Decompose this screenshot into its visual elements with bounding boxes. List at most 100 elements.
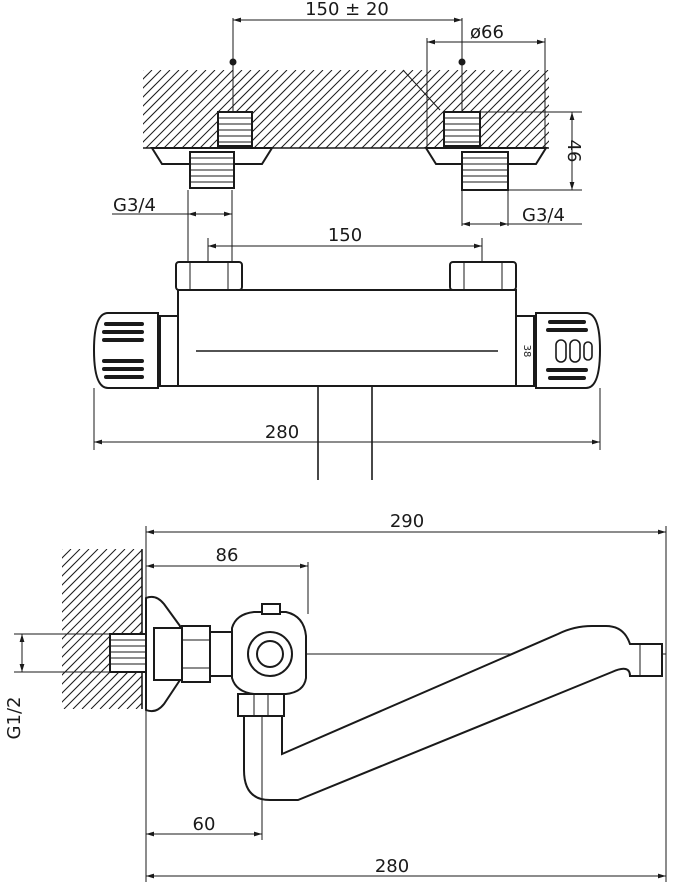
hatch-line: [181, 70, 261, 148]
hatch-line: [253, 70, 333, 148]
hatch-line: [298, 70, 378, 148]
dim-diameter-label: ø66: [470, 22, 504, 43]
hatch-line: [62, 549, 99, 586]
dim-inlet-thread-label: G1/2: [4, 697, 25, 740]
flow-handle-grip: [102, 322, 144, 379]
hatch-line: [62, 567, 142, 649]
hatch-line: [108, 675, 142, 709]
hatch-line: [143, 70, 180, 107]
hatch-line: [307, 70, 387, 148]
hatch-line: [63, 630, 142, 709]
mixer-side-profile: [109, 595, 307, 713]
dim-height-label: 46: [563, 140, 584, 163]
left-inlet-nut: [175, 261, 243, 291]
hatch-line: [62, 549, 90, 577]
right-eccentric-connector: [402, 69, 548, 191]
hatch-line: [325, 70, 405, 148]
hatch-line: [62, 621, 142, 703]
hatch-line: [496, 95, 549, 148]
top-view: 150 ± 20 ø66 46 G3/4: [92, 0, 602, 480]
hatch-line: [244, 70, 324, 148]
hatch-line: [379, 70, 459, 148]
hatch-line: [541, 140, 549, 148]
hatch-line: [62, 549, 81, 568]
dim-total-depth-label: 280: [375, 856, 409, 877]
temperature-mark: 38: [521, 345, 532, 358]
hatch-line: [62, 612, 142, 694]
hatch-line: [406, 70, 486, 148]
hatch-line: [143, 70, 189, 116]
hatch-line: [62, 549, 135, 622]
dim-body-spacing: 150: [207, 225, 483, 262]
thermo-handle-grip: [546, 320, 593, 380]
hatch-line: [163, 70, 243, 148]
hatch-line: [62, 549, 142, 631]
inlet-nut-side: [153, 627, 183, 681]
right-wall-thread: [443, 111, 481, 147]
dim-width: 280: [93, 388, 601, 450]
hatch-line: [316, 70, 396, 148]
union-side: [209, 631, 233, 677]
mixer-body: [177, 289, 517, 387]
dim-spacing: 150 ± 20: [229, 0, 466, 112]
hatch-line: [143, 70, 171, 98]
dim-total-depth: 280: [146, 676, 667, 882]
dim-thread-left-label: G3/4: [113, 195, 156, 216]
hatch-line: [262, 70, 342, 148]
outlet-nut-side: [237, 693, 285, 717]
hatch-line: [62, 549, 126, 613]
hatch-line: [424, 70, 504, 148]
hatch-line: [271, 70, 351, 148]
hatch-line: [143, 70, 162, 89]
hatch-line: [154, 70, 234, 148]
hatch-line: [62, 576, 142, 658]
hatch-line: [62, 549, 108, 595]
handle-hub-inner: [256, 640, 284, 668]
dim-inlet-thread: G1/2: [4, 633, 110, 740]
hatch-line: [190, 70, 270, 148]
hatch-line: [469, 70, 549, 148]
hatch-line: [143, 70, 198, 125]
eccentric-nut-side: [181, 625, 211, 683]
dim-spacing-label: 150 ± 20: [305, 0, 389, 20]
hatch-line: [145, 70, 225, 148]
hatch-line: [62, 549, 117, 604]
hatch-line: [370, 70, 450, 148]
dim-thread-left: G3/4: [112, 190, 233, 262]
hatch-line: [62, 585, 142, 667]
dim-spout-reach: 290: [145, 511, 667, 676]
hatch-line: [90, 657, 142, 709]
hatch-line: [334, 70, 414, 148]
hatch-line: [143, 70, 207, 134]
hatch-line: [143, 70, 144, 71]
side-view: 290 86: [4, 511, 667, 882]
dim-wall-to-axis: 86: [146, 545, 309, 614]
spout-side: [237, 625, 666, 801]
left-collar: [159, 315, 179, 387]
hatch-line: [343, 70, 423, 148]
dim-wall-to-axis-label: 86: [216, 545, 239, 566]
dim-spout-reach-label: 290: [390, 511, 424, 532]
dim-thread-right-label: G3/4: [522, 205, 565, 226]
hatch-line: [397, 70, 477, 148]
hatch-line: [62, 558, 142, 640]
hatch-line: [62, 549, 63, 550]
hatch-line: [280, 70, 360, 148]
wall-hatch-side: [62, 549, 142, 709]
hatch-line: [62, 594, 142, 676]
hatch-line: [62, 549, 72, 559]
hatch-line: [99, 666, 142, 709]
mixer-body-top: 38: [92, 261, 602, 480]
dim-width-label: 280: [265, 422, 299, 443]
hatch-line: [523, 122, 549, 148]
left-wall-thread: [217, 111, 253, 147]
hatch-line: [72, 639, 142, 709]
body-cap: [261, 603, 281, 615]
dim-body-spacing-label: 150: [328, 225, 362, 246]
hatch-line: [514, 113, 549, 148]
hatch-line: [81, 648, 142, 709]
hatch-line: [289, 70, 369, 148]
right-collar: [515, 315, 535, 387]
spout-body: [243, 625, 663, 801]
